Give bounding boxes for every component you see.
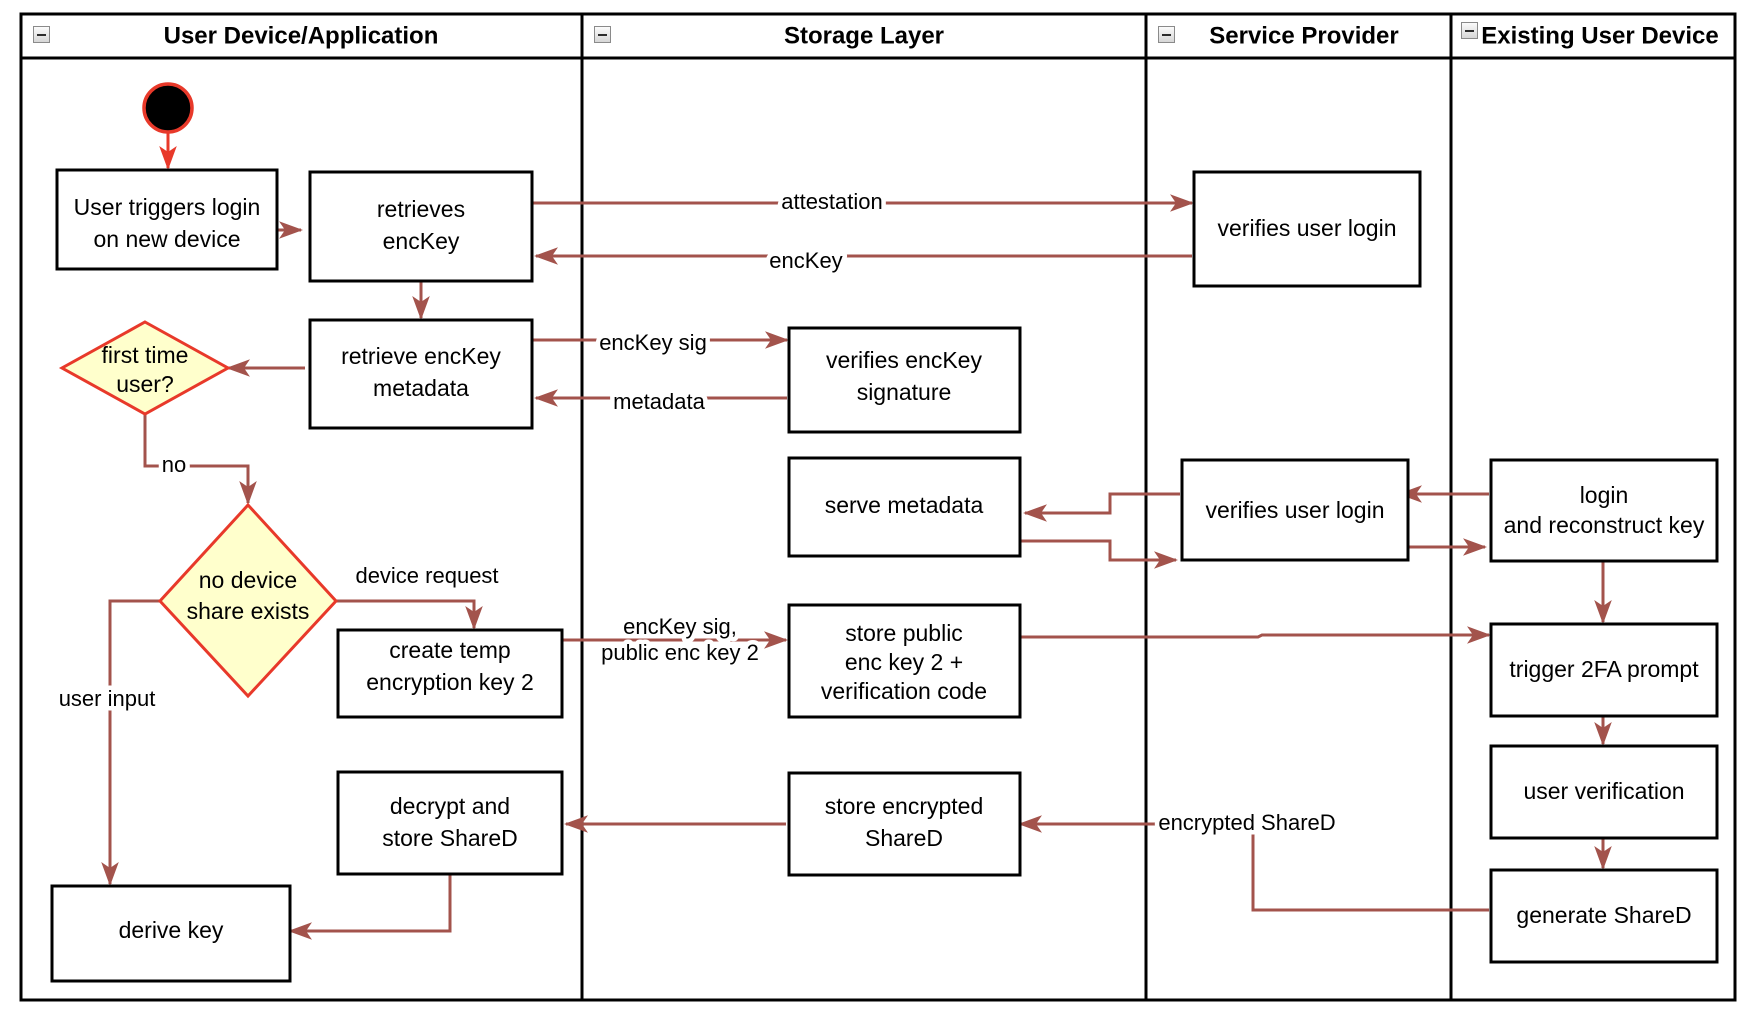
- initial-node: [142, 82, 194, 134]
- edge-label-encrypted-shared: encrypted ShareD: [1158, 810, 1335, 835]
- node-trigger-2fa-prompt[interactable]: trigger 2FA prompt: [1489, 622, 1719, 718]
- edge-label-enckey-sig: encKey sig: [599, 330, 707, 355]
- lane-title-service-provider: Service Provider: [1209, 22, 1398, 49]
- node-label-line1: User triggers login: [74, 194, 261, 220]
- node-store-public-enc-key-2[interactable]: store public enc key 2 + verification co…: [787, 603, 1022, 719]
- edge-label-device-request: device request: [355, 563, 498, 588]
- edge-encrypted-shared: encrypted ShareD encrypted ShareD: [1018, 805, 1489, 912]
- edge-label-encsig2-l1: encKey sig,: [623, 614, 737, 639]
- node-label-line2: on new device: [93, 226, 240, 252]
- node-label-line2: share exists: [187, 598, 310, 624]
- edge-user-input: user input user input: [54, 599, 160, 886]
- node-label-line1: store public: [845, 620, 963, 646]
- edge-label-device-request-halo: device request: [355, 563, 498, 588]
- node-label-line2: user?: [116, 371, 174, 397]
- node-label-line2: metadata: [373, 375, 469, 401]
- edge-device-request: device request device request: [336, 558, 503, 630]
- node-label-line1: verifies user login: [1218, 215, 1397, 241]
- lane-collapse-icon-storage-layer[interactable]: [594, 26, 611, 43]
- edge-label-attestation: attestation: [781, 189, 883, 214]
- node-label-line1: user verification: [1523, 778, 1684, 804]
- node-derive-key[interactable]: derive key: [50, 884, 292, 983]
- node-label-line2: enc key 2 +: [845, 649, 963, 675]
- node-create-temp-encryption-key-2[interactable]: create temp encryption key 2: [336, 628, 564, 719]
- node-label-line1: derive key: [119, 917, 224, 943]
- edge-decrypt-to-derive-key: [288, 874, 452, 940]
- node-label-line2: and reconstruct key: [1504, 512, 1705, 538]
- node-store-encrypted-shared[interactable]: store encrypted ShareD: [787, 771, 1022, 877]
- node-label-line2: encKey: [383, 228, 460, 254]
- node-login-and-reconstruct-key[interactable]: login and reconstruct key: [1489, 458, 1719, 563]
- node-retrieve-enckey-metadata[interactable]: retrieve encKey metadata: [308, 318, 534, 430]
- node-label-line1: retrieves: [377, 196, 465, 222]
- edge-store-public-enc-key-2-to-trigger-2fa: [1020, 626, 1491, 644]
- node-verifies-user-login-1[interactable]: verifies user login: [1192, 170, 1422, 288]
- node-label-line2: encryption key 2: [366, 669, 533, 695]
- node-label-line1: generate ShareD: [1516, 902, 1691, 928]
- edge-label-metadata: metadata: [613, 389, 705, 414]
- lane-title-user-device: User Device/Application: [164, 22, 439, 49]
- edge-label-encsig2-l2-halo: public enc key 2: [601, 640, 759, 665]
- node-verifies-enckey-signature[interactable]: verifies encKey signature: [787, 326, 1022, 434]
- lane-collapse-icon-user-device[interactable]: [33, 26, 50, 43]
- edge-label-encrypted-shared-halo: encrypted ShareD: [1158, 810, 1335, 835]
- edge-enckey-return: encKey encKey: [534, 243, 1192, 277]
- node-decrypt-and-store-shared[interactable]: decrypt and store ShareD: [336, 770, 564, 876]
- node-verifies-user-login-2[interactable]: verifies user login: [1180, 458, 1410, 562]
- lane-title-storage-layer: Storage Layer: [784, 22, 944, 49]
- node-label-line1: store encrypted: [825, 793, 984, 819]
- lane-collapse-icon-existing-user-device[interactable]: [1461, 22, 1478, 39]
- node-label-line1: trigger 2FA prompt: [1509, 656, 1699, 682]
- edge-first-time-user-no: no no: [143, 415, 257, 505]
- node-label-line2: ShareD: [865, 825, 943, 851]
- node-label-line1: decrypt and: [390, 793, 510, 819]
- node-user-triggers-login[interactable]: User triggers login on new device: [55, 168, 279, 271]
- edge-label-user-input: user input: [59, 686, 156, 711]
- node-label-line2: store ShareD: [382, 825, 518, 851]
- edge-enckey-sig: encKey sig encKey sig: [532, 325, 789, 359]
- node-label-line1: login: [1580, 482, 1629, 508]
- lane-collapse-icon-service-provider[interactable]: [1158, 26, 1175, 43]
- edge-label-encsig2-l2: public enc key 2: [601, 640, 759, 665]
- node-label-line3: verification code: [821, 678, 987, 704]
- edge-verifies-user-login-2-to-serve-metadata: [1023, 492, 1180, 522]
- node-retrieves-enckey[interactable]: retrieves encKey: [308, 170, 534, 283]
- edge-label-no-halo: no: [162, 452, 186, 477]
- node-label-line1: verifies user login: [1206, 497, 1385, 523]
- edge-enckey-sig-public-enc-key-2: encKey sig, encKey sig, public enc key 2…: [562, 609, 788, 669]
- edge-label-enckey: encKey: [769, 248, 842, 273]
- edge-label-user-input-halo: user input: [59, 686, 156, 711]
- edge-label-attestation-halo: attestation: [781, 189, 883, 214]
- edge-attestation: attestation attestation: [532, 184, 1194, 218]
- edge-label-encsig2-l1-halo: encKey sig,: [623, 614, 737, 639]
- node-generate-shared[interactable]: generate ShareD: [1489, 868, 1719, 964]
- node-no-device-share-exists[interactable]: no device share exists: [157, 502, 339, 699]
- edge-serve-metadata-to-verifies-user-login-2: [1020, 539, 1178, 569]
- edge-label-metadata-halo: metadata: [613, 389, 705, 414]
- node-user-verification[interactable]: user verification: [1489, 744, 1719, 840]
- node-label-line2: signature: [857, 379, 952, 405]
- node-label-line1: serve metadata: [825, 492, 984, 518]
- lane-frame: [19, 12, 1737, 1002]
- node-label-line1: no device: [199, 567, 297, 593]
- edge-label-enckey-sig-halo: encKey sig: [599, 330, 707, 355]
- node-label-line1: first time: [102, 342, 189, 368]
- node-label-line1: create temp: [389, 637, 510, 663]
- edge-metadata-return: metadata metadata: [534, 384, 787, 418]
- lane-title-existing-user-device: Existing User Device: [1481, 22, 1718, 49]
- edge-label-enckey-halo: encKey: [769, 248, 842, 273]
- node-label-line1: retrieve encKey: [341, 343, 501, 369]
- node-label-line1: verifies encKey: [826, 347, 982, 373]
- edge-label-no: no: [162, 452, 186, 477]
- node-serve-metadata[interactable]: serve metadata: [787, 456, 1022, 558]
- node-first-time-user[interactable]: first time user?: [58, 320, 232, 416]
